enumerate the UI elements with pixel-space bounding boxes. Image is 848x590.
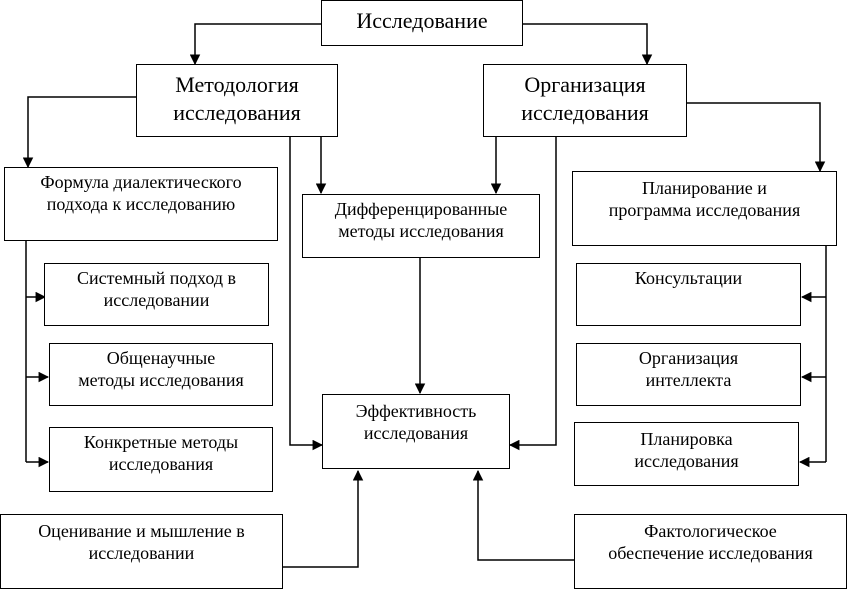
arrow-organization-to-planning [687, 102, 826, 173]
node-systemic: Системный подход в исследовании [44, 263, 269, 326]
node-planning: Планирование и программа исследования [572, 171, 837, 246]
node-factual: Фактологическое обеспечение исследования [574, 514, 847, 589]
node-root-label: Исследование [356, 8, 488, 33]
node-efficiency-label: Эффективность исследования [355, 401, 477, 443]
node-consultations-label: Консультации [634, 268, 743, 288]
node-differentiated-label: Дифференцированные методы исследования [334, 199, 508, 241]
node-layout: Планировка исследования [574, 422, 799, 486]
node-dialectic: Формула диалектического подхода к исслед… [4, 167, 278, 241]
node-systemic-label: Системный подход в исследовании [77, 268, 236, 310]
node-concrete: Конкретные методы исследования [49, 427, 273, 492]
node-concrete-label: Конкретные методы исследования [83, 432, 239, 474]
arrow-evaluation-to-efficiency [283, 469, 364, 568]
node-intellect: Организация интеллекта [576, 343, 801, 406]
arrow-organization-to-efficiency [508, 137, 557, 451]
node-methodology-label: Методология исследования [173, 72, 301, 125]
arrow-root-to-organization [523, 23, 653, 66]
node-general-scientific: Общенаучные методы исследования [49, 343, 273, 406]
node-dialectic-label: Формула диалектического подхода к исслед… [40, 172, 242, 214]
arrow-methodology-to-efficiency [289, 137, 324, 451]
node-factual-label: Фактологическое обеспечение исследования [608, 521, 813, 563]
arrow-root-to-methodology [189, 23, 321, 66]
node-root: Исследование [321, 0, 523, 46]
node-efficiency: Эффективность исследования [322, 394, 510, 469]
node-consultations: Консультации [576, 263, 801, 326]
node-organization: Организация исследования [483, 64, 687, 137]
node-evaluation-label: Оценивание и мышление в исследовании [38, 521, 245, 563]
node-methodology: Методология исследования [136, 64, 338, 137]
node-organization-label: Организация исследования [521, 72, 649, 125]
node-planning-label: Планирование и программа исследования [608, 178, 801, 220]
node-evaluation: Оценивание и мышление в исследовании [0, 514, 283, 589]
arrow-methodology-to-dialectic [22, 96, 136, 169]
node-general-scientific-label: Общенаучные методы исследования [78, 348, 244, 390]
node-layout-label: Планировка исследования [634, 429, 739, 471]
arrow-factual-to-efficiency [472, 469, 574, 561]
node-intellect-label: Организация интеллекта [638, 348, 739, 390]
node-differentiated: Дифференцированные методы исследования [302, 194, 540, 258]
